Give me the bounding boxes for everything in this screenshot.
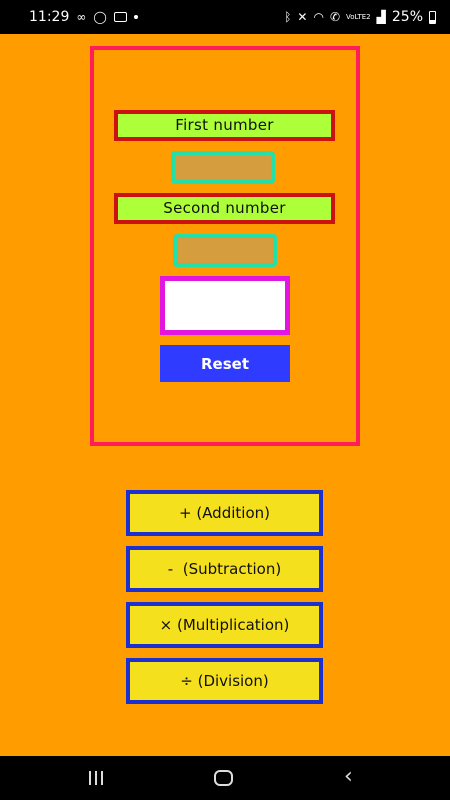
back-icon[interactable]: ‹ <box>344 764 353 789</box>
addition-button[interactable]: + (Addition) <box>126 490 323 536</box>
bluetooth-icon: ᛒ <box>284 10 292 24</box>
recent-apps-icon[interactable] <box>89 771 103 785</box>
mute-icon: ✕ <box>297 10 308 24</box>
battery-percent: 25% <box>391 9 423 25</box>
whatsapp-icon: ◯ <box>93 10 107 24</box>
wifi-calling-icon: ✆ <box>329 10 341 24</box>
network-label: VoLTE2 <box>346 12 371 21</box>
subtraction-button[interactable]: - (Subtraction) <box>126 546 323 592</box>
navigation-bar: ‹ <box>0 756 450 800</box>
second-number-label: Second number <box>114 193 335 224</box>
home-icon[interactable] <box>214 770 233 786</box>
first-number-label: First number <box>114 110 335 141</box>
reset-button[interactable]: Reset <box>160 345 290 382</box>
notification-dot-icon <box>133 15 138 19</box>
infinity-icon: ∞ <box>76 10 87 24</box>
gallery-icon <box>113 12 127 22</box>
calculator-card <box>90 46 360 446</box>
second-number-input[interactable] <box>173 234 277 267</box>
status-left: 11:29 ∞ ◯ <box>29 9 138 25</box>
signal-icon: ▟ <box>376 10 386 24</box>
status-time: 11:29 <box>29 9 70 25</box>
division-button[interactable]: ÷ (Division) <box>126 658 323 704</box>
status-bar: 11:29 ∞ ◯ ᛒ ✕ ◠ ✆ VoLTE2 ▟ 25% <box>0 0 450 34</box>
multiplication-button[interactable]: × (Multiplication) <box>126 602 323 648</box>
status-right: ᛒ ✕ ◠ ✆ VoLTE2 ▟ 25% <box>284 9 436 25</box>
wifi-icon: ◠ <box>313 10 324 24</box>
first-number-input[interactable] <box>171 151 275 184</box>
battery-icon <box>429 10 436 24</box>
result-display <box>160 276 290 335</box>
